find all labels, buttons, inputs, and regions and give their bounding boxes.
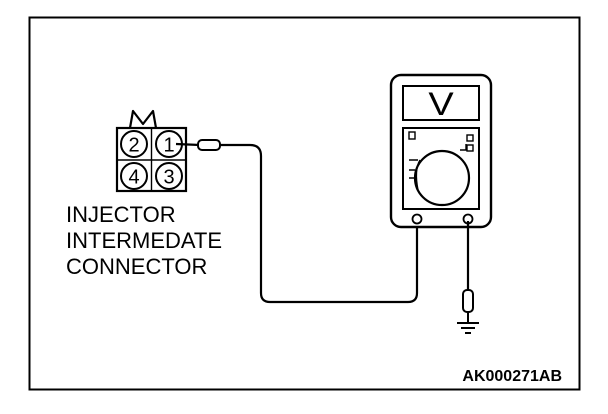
connector-caption-line-3: CONNECTOR: [66, 254, 207, 279]
figure-frame: [28, 16, 581, 391]
pin-3-label: 3: [163, 167, 174, 189]
pin-1-label: 1: [163, 135, 174, 157]
test-lead-positive: [220, 143, 419, 304]
ground-icon: [457, 322, 479, 334]
figure-code: AK000271AB: [462, 368, 562, 385]
pin-2-label: 2: [128, 135, 139, 157]
connector-caption-line-2: INTERMEDATE: [66, 228, 222, 253]
pin-4: 4: [120, 162, 148, 190]
pin-3: 3: [155, 162, 183, 190]
meter-display: [402, 85, 480, 121]
connector-lock-tab: [128, 109, 158, 129]
pin-4-label: 4: [128, 167, 139, 189]
pin-2: 2: [120, 130, 148, 158]
meter-button-right-bottom: [466, 144, 474, 152]
meter-jack-com: [411, 213, 423, 225]
injector-intermediate-connector: 2 1 4 3: [115, 109, 188, 193]
meter-selector-dial: [413, 149, 471, 207]
meter-mode-symbol: V: [428, 87, 454, 123]
meter-button-right-top: [466, 134, 474, 142]
meter-button-left: [408, 131, 416, 140]
ground-lead: [462, 221, 474, 322]
connector-caption-line-1: INJECTOR: [66, 202, 176, 227]
voltmeter: V: [389, 73, 493, 229]
